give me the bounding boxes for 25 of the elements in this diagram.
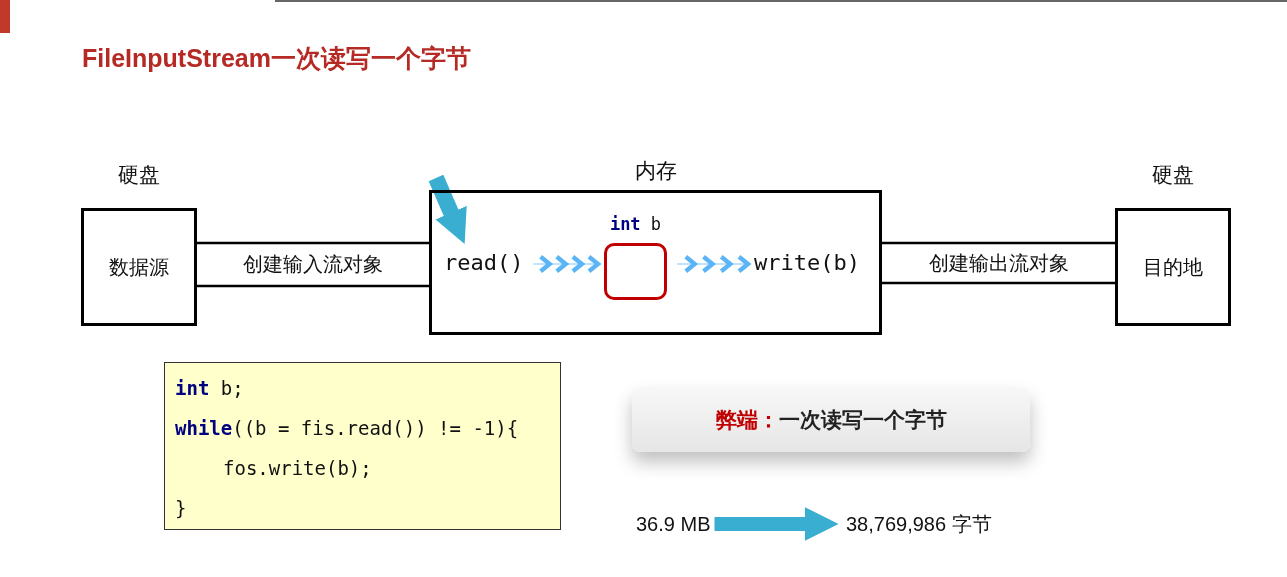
callout-card [632, 388, 1030, 452]
box-label: 目的地 [1142, 254, 1204, 280]
method-call: read() [444, 249, 524, 278]
chevron-arrow [676, 255, 752, 273]
box-heading: 硬盘 [1152, 162, 1194, 188]
code-line: fos.write(b); [223, 457, 372, 479]
size-value: 38,769,986 字节 [846, 511, 992, 537]
callout-heading: 弊端： [715, 407, 779, 433]
arrow [428, 174, 467, 244]
code-line: int b; [175, 377, 244, 399]
chevron-arrow [532, 255, 602, 273]
variable-declaration: int b [609, 214, 662, 234]
box-heading: 硬盘 [118, 162, 160, 188]
box-label: 数据源 [108, 254, 170, 280]
code-panel [164, 362, 561, 530]
box-heading: 内存 [634, 158, 677, 184]
code-line: while((b = fis.read()) != -1){ [175, 417, 519, 439]
stream-pipe [880, 241, 1117, 285]
size-value: 36.9 MB [636, 511, 711, 537]
method-call: write(b) [754, 249, 860, 278]
code-line: } [175, 497, 187, 519]
stream-pipe [195, 241, 431, 288]
callout-text: 一次读写一个字节 [778, 407, 947, 433]
slide-title: FileInputStream一次读写一个字节 [82, 43, 471, 74]
arrow [714, 507, 839, 541]
